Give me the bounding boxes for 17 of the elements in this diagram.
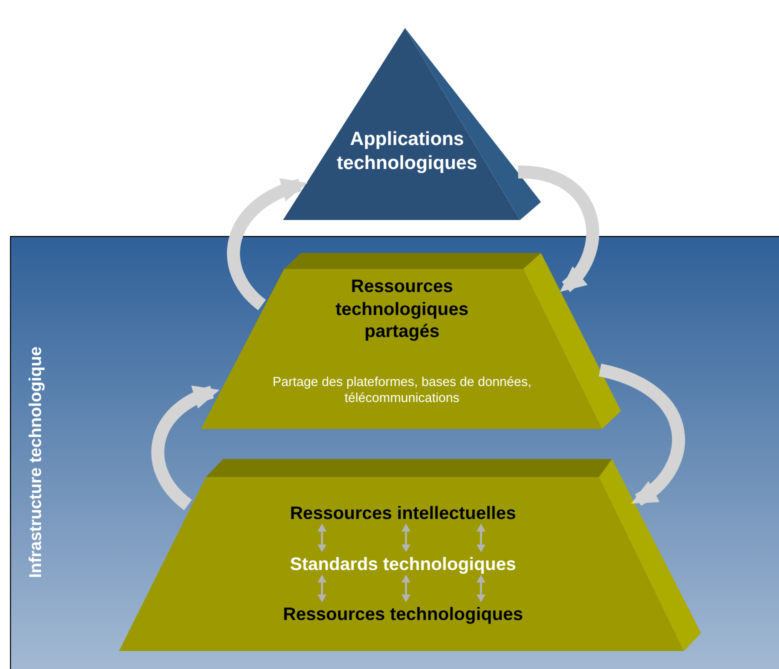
curved-arrow: [151, 386, 220, 510]
block-title: Applications technologiques: [336, 128, 478, 176]
curved-arrow: [598, 364, 685, 506]
layer-label: Ressources technologiques: [257, 602, 549, 626]
double-arrow: [402, 524, 410, 552]
double-arrow: [476, 574, 486, 602]
panel-label: Infrastructure technologique: [26, 345, 46, 580]
block-title: Ressources technologiques partagés: [334, 275, 470, 342]
block-description: Partage des plateformes, bases de données, télécommunications: [272, 374, 532, 406]
double-arrow: [402, 574, 410, 602]
double-arrow: [318, 574, 326, 602]
curved-arrow: [518, 166, 599, 292]
background-panel: [10, 236, 779, 669]
layer-label: Standards technologiques: [265, 552, 541, 576]
double-arrow: [318, 524, 326, 552]
double-arrow: [476, 524, 486, 552]
layer-label: Ressources intellectuelles: [265, 501, 541, 525]
